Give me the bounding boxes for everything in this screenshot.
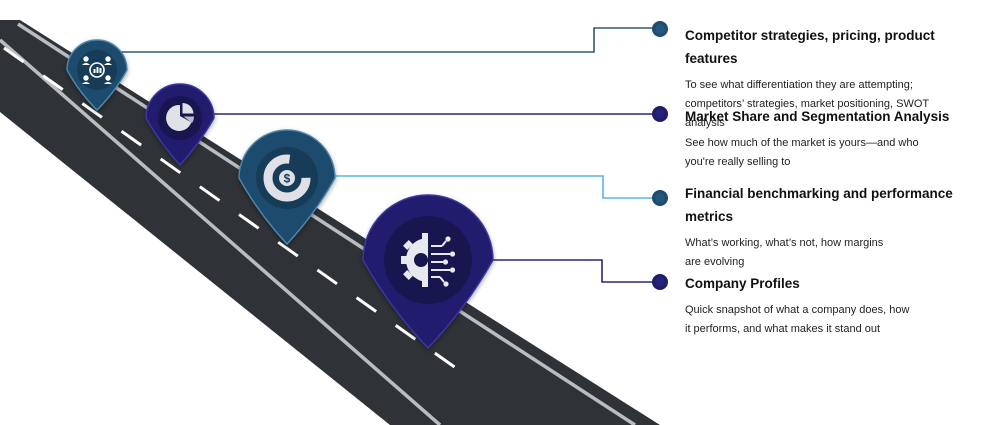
item-title: Financial benchmarking and performance m… xyxy=(685,186,953,224)
connector-dot-2 xyxy=(652,106,668,122)
dollar-chart-icon: $ xyxy=(263,154,311,202)
map-pin-4 xyxy=(362,194,494,350)
item-title: Competitor strategies, pricing, product … xyxy=(685,28,935,66)
connector-dot-3 xyxy=(652,190,668,206)
connector-dot-1 xyxy=(652,21,668,37)
gear-circuit-icon xyxy=(401,233,456,287)
item-competitor-strategies: Competitor strategies, pricing, product … xyxy=(685,24,985,133)
connector-line-4 xyxy=(430,259,660,283)
item-company-profiles: Company Profiles Quick snapshot of what … xyxy=(685,272,985,339)
item-description: See how much of the market is yours—and … xyxy=(685,137,919,168)
item-financial-benchmarking: Financial benchmarking and performance m… xyxy=(685,182,985,272)
competitor-analysis-icon xyxy=(82,56,112,84)
svg-text:$: $ xyxy=(284,172,291,186)
item-description: What’s working, what’s not, how margins … xyxy=(685,237,884,268)
road-edge-left xyxy=(0,38,442,425)
item-title: Market Share and Segmentation Analysis xyxy=(685,109,950,124)
connector-line-1 xyxy=(118,27,660,53)
map-pin-3: $ xyxy=(238,129,336,246)
road-edge-right xyxy=(17,22,636,425)
map-pin-2 xyxy=(145,83,215,167)
connector-line-3 xyxy=(285,175,660,199)
pie-chart-icon xyxy=(166,102,195,131)
item-description: To see what differentiation they are att… xyxy=(685,79,929,129)
item-title: Company Profiles xyxy=(685,276,800,291)
map-pin-1 xyxy=(66,39,128,111)
item-description: Quick snapshot of what a company does, h… xyxy=(685,304,910,335)
item-market-share: Market Share and Segmentation Analysis S… xyxy=(685,105,985,172)
connector-dot-4 xyxy=(652,274,668,290)
